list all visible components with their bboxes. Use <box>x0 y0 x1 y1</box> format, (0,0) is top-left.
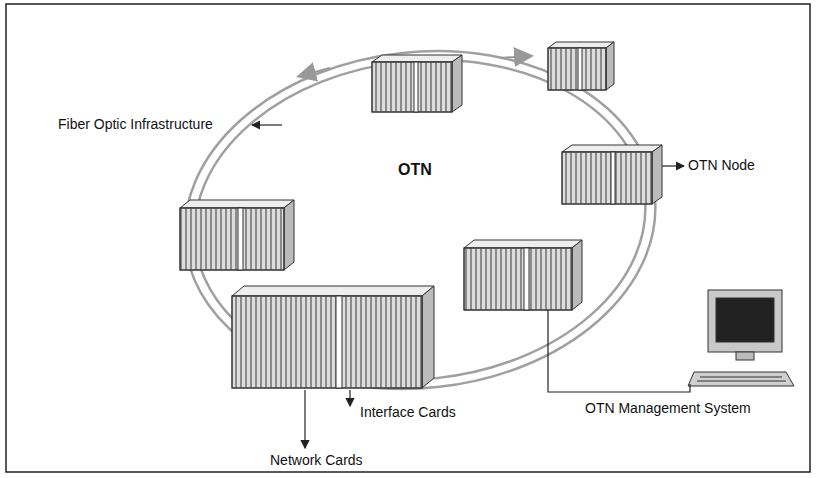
callout-label: Interface Cards <box>360 404 456 421</box>
leader-line <box>252 124 282 125</box>
callout-label: Fiber Optic Infrastructure <box>58 116 213 133</box>
callout-label: OTN Management System <box>585 400 751 417</box>
otn-rack <box>548 42 614 90</box>
computer-icon <box>688 290 794 386</box>
callout-label: OTN Node <box>688 157 755 174</box>
management-link <box>548 310 690 392</box>
otn-rack <box>562 145 662 204</box>
leader-line <box>304 390 305 448</box>
otn-rack <box>232 286 434 388</box>
callout-label: Network Cards <box>270 452 363 469</box>
network-title: OTN <box>398 160 432 179</box>
frame <box>6 4 810 472</box>
leader-line <box>662 165 684 166</box>
otn-rack <box>372 55 462 112</box>
otn-rack <box>180 200 294 270</box>
ring-direction <box>300 68 330 76</box>
otn-rack <box>464 240 582 310</box>
leader-line <box>349 390 350 406</box>
fiber-ring <box>168 28 673 411</box>
ring-direction <box>500 56 530 58</box>
